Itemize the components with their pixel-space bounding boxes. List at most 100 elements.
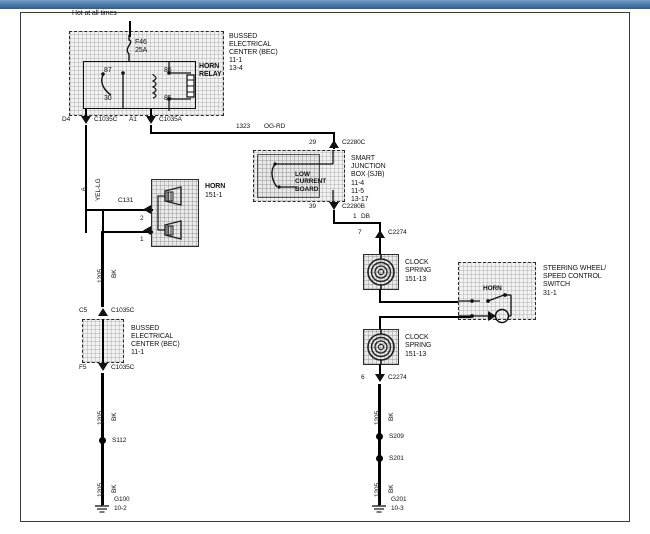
battery-feed-wire [129, 21, 131, 37]
splice-s112-dot [99, 437, 106, 444]
low-current-board-label: LOW CURRENT BOARD [295, 171, 327, 193]
wire-1205-e-color: BK [388, 484, 395, 493]
relay-terminal-30: 30 [104, 95, 112, 102]
connector-c2274-7-pin: 7 [358, 229, 362, 236]
relay-terminal-87: 87 [104, 67, 112, 74]
wire-1323-color: OG-RD [264, 123, 286, 130]
wire-switch-return-vert [379, 316, 381, 330]
window-title-bar [0, 0, 650, 9]
ground-g201-label: G201 [391, 496, 407, 503]
wire-clockspring1-out-vert [379, 289, 381, 302]
wire-relay-30-down [85, 109, 87, 118]
bec-top-name: BUSSED ELECTRICAL CENTER (BEC) [229, 33, 278, 56]
fuse-f46-symbol [121, 35, 143, 65]
clock-spring-2-body [363, 329, 399, 365]
steering-wheel-switch-enclosure [458, 262, 536, 320]
wire-1db-vert-upper [333, 210, 335, 223]
clock-spring-2-coil-icon [363, 329, 399, 365]
connector-c1035c-c5-name: C1035C [111, 307, 135, 314]
connector-c1035c-c5-arrow [98, 308, 108, 316]
steering-switch-horn-label: HORN [483, 285, 502, 292]
ground-g100-label: G100 [114, 496, 130, 503]
connector-c1035a-a1-arrow [146, 116, 156, 124]
connector-c2280b-39-name: C2280B [342, 203, 365, 210]
wire-6-color: YEL-LG [95, 178, 102, 201]
connector-c1035c-f5-pin: F5 [79, 364, 87, 371]
wire-switch-return-horizontal [379, 316, 471, 318]
connector-c2280b-39-pin: 39 [309, 203, 317, 210]
wire-1db-horizontal [333, 222, 381, 224]
wire-1db-color: DB [361, 213, 370, 220]
relay-terminal-86: 86 [164, 67, 172, 74]
relay-terminal-85: 85 [164, 95, 172, 102]
steering-switch-refs: 31-1 [543, 290, 557, 297]
wire-into-clockspring1 [379, 239, 381, 255]
wire-1205-d-color: BK [388, 412, 395, 421]
connector-c131-name: C131 [118, 197, 134, 204]
connector-c2280c-29-name: C2280C [342, 139, 366, 146]
splice-s209-label: S209 [389, 433, 404, 440]
splice-s209-dot [376, 433, 383, 440]
connector-c2274-7-arrow [375, 230, 385, 238]
ground-g100-refs: 10-2 [114, 505, 127, 512]
sjb-internal-circuit [257, 150, 345, 204]
splice-s112-label: S112 [112, 437, 127, 444]
wire-horn-pin1-drop [102, 209, 104, 232]
splice-s201-dot [376, 455, 383, 462]
wire-1323-number: 1323 [236, 123, 251, 130]
bussed-electrical-center-top-enclosure [69, 31, 224, 116]
steering-switch-name: STEERING WHEEL/ SPEED CONTROL SWITCH [543, 265, 607, 288]
clock-spring-1-refs: 151-13 [405, 276, 427, 283]
splice-s201-label: S201 [389, 455, 404, 462]
horn-pin-1: 1 [140, 236, 144, 243]
clock-spring-2-name: CLOCK SPRING [405, 334, 432, 349]
bec-bottom-refs: 11-1 [131, 349, 145, 356]
connector-c2280b-39-arrow [329, 202, 339, 210]
connector-c131-pin2-arrow [143, 205, 151, 214]
connector-c131-pin1-arrow [143, 226, 151, 235]
bec-top-refs: 11-1 13-4 [229, 57, 243, 72]
connector-c1035c-d4-arrow [81, 116, 91, 124]
ground-g201-refs: 10-3 [391, 505, 404, 512]
horn-symbol-icon [151, 186, 182, 240]
wire-clockspring1-to-switch [379, 301, 471, 303]
low-current-board-area [257, 154, 320, 198]
wire-6-yellg-vert [85, 125, 87, 233]
wire-1205-a-number: 1205 [97, 268, 104, 283]
connector-c2274-6-name: C2274 [388, 374, 407, 381]
connector-c1035c-f5-arrow [98, 363, 108, 371]
wire-1205-b-number: 1205 [97, 410, 104, 425]
steering-switch-internals [458, 293, 538, 322]
horn-refs: 151-1 [205, 192, 223, 199]
wire-horn-pin1-lead [102, 231, 153, 233]
wire-clockspring2-out [379, 364, 381, 376]
diagram-sheet: Hot at all times F46 25A HORN RELAY [20, 10, 630, 522]
wire-1205-a-trunk [101, 231, 104, 307]
clock-spring-1-name: CLOCK SPRING [405, 259, 432, 274]
wire-6-number: 6 [81, 187, 88, 191]
connector-c1035a-a1-name: C1035A [159, 116, 182, 123]
connector-c1035c-d4-name: C1035C [94, 116, 118, 123]
ground-g100-symbol [92, 499, 114, 515]
wire-1205-d-number: 1205 [374, 410, 381, 425]
clock-spring-2-refs: 151-13 [405, 351, 427, 358]
note-hot-at-all-times: Hot at all times [72, 10, 117, 17]
connector-c1035c-d4-pin: D4 [62, 116, 71, 123]
horn-relay-internals [83, 61, 198, 111]
horn-body [151, 179, 199, 247]
wire-1205-a-color: BK [111, 269, 118, 278]
connector-c1035a-a1-pin: A1 [129, 116, 137, 123]
wire-horn-pin2-lead [85, 209, 153, 211]
connector-c1035c-f5-name: C1035C [111, 364, 135, 371]
wire-1205-e-number: 1205 [374, 482, 381, 497]
ground-g201-symbol [369, 499, 391, 515]
connector-c2274-6-pin: 6 [361, 374, 365, 381]
sjb-name: SMART JUNCTION BOX (SJB) [351, 155, 386, 178]
clock-spring-1-body [363, 254, 399, 290]
horn-name: HORN [205, 183, 226, 190]
horn-pin-2: 2 [140, 215, 144, 222]
connector-c2274-7-name: C2274 [388, 229, 407, 236]
wire-relay-85-down [150, 109, 152, 118]
connector-c2280c-29-pin: 29 [309, 139, 317, 146]
